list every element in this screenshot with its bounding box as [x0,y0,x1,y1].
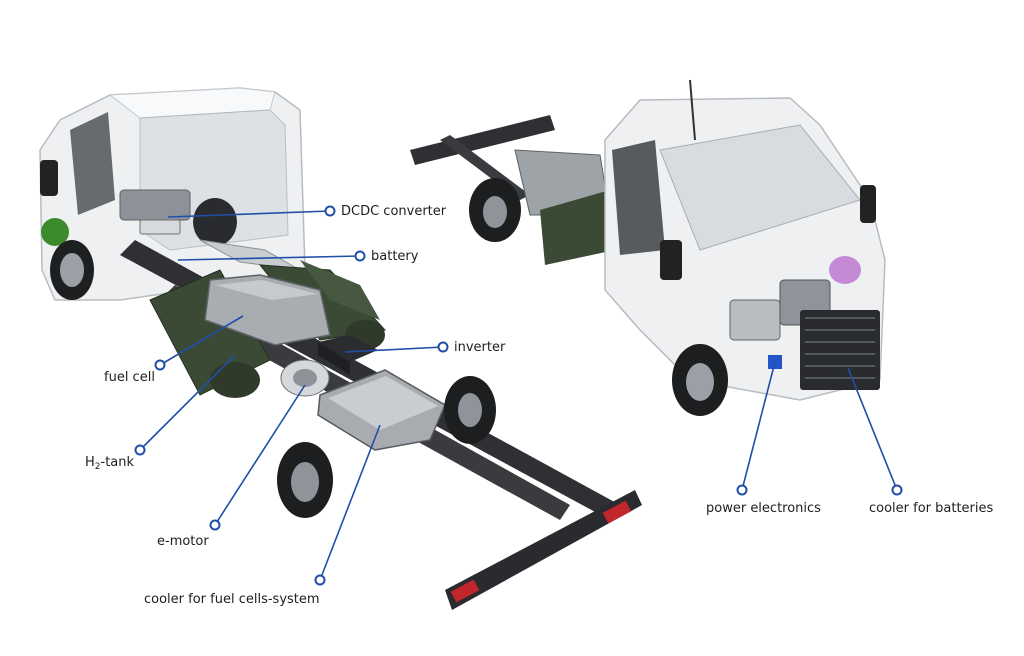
label-power-electronics: power electronics [706,501,821,516]
callout-line-battery [177,255,361,261]
left-truck-rear-wheels [277,376,496,518]
callout-dot-h2-tank [134,444,146,456]
callout-dot-e-motor [209,519,221,531]
callout-dot-inverter [437,341,449,353]
callout-dot-cooler-fuel-cells [314,574,326,586]
callout-dot-cooler-batteries [891,484,903,496]
right-truck-illustration [410,79,886,416]
left-truck-e-motor [280,359,330,397]
label-h2-tank: H2-tank [85,455,134,475]
callout-dot-power-electronics [736,484,748,496]
callout-dots [134,205,903,586]
label-h2-tank-suffix: -tank [100,455,135,470]
callout-line-cooler-fuel-cells [319,424,381,581]
left-truck-rear-pack [317,369,446,451]
label-battery: battery [371,249,419,264]
callout-line-h2-tank [139,354,236,451]
label-h2-tank-subscript: 2 [94,462,101,472]
left-truck-cab [39,87,306,301]
label-fuel-cell: fuel cell [104,370,155,385]
callout-line-fuel-cell [159,315,244,366]
left-truck-fuel-cell-module [204,274,331,346]
right-truck-frame [410,115,615,265]
label-cooler-batteries: cooler for batteries [869,501,994,516]
left-truck-rear-bumper [445,490,642,610]
callout-dot-battery [354,250,366,262]
callout-line-dcdc [167,210,331,218]
callout-line-e-motor [214,384,306,526]
callout-dot-fuel-cell [154,359,166,371]
callout-line-cooler-batteries [847,367,898,491]
label-cooler-fuel-cells: cooler for fuel cells-system [144,592,320,607]
callout-line-power-electronics [741,361,776,491]
label-inverter: inverter [454,340,506,355]
left-truck-illustration [39,87,642,610]
label-h2-tank-prefix: H [85,455,95,470]
callout-line-inverter [344,346,444,353]
left-truck-inverter-box [318,335,378,375]
callout-dot-dcdc [324,205,336,217]
label-e-motor: e-motor [157,534,209,549]
right-truck-engine-bay [729,256,880,390]
label-dcdc-converter: DCDC converter [341,204,447,219]
callout-lines [139,210,898,581]
